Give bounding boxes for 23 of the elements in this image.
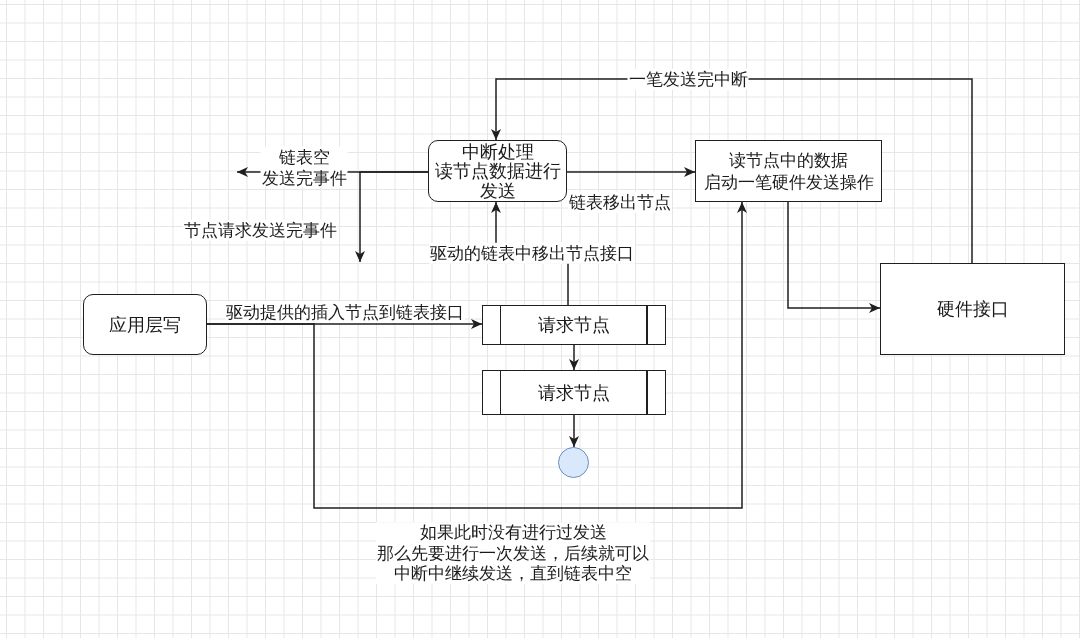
arrow <box>355 171 429 263</box>
arrow <box>569 414 579 448</box>
body-text: 读节点数据进行发送 <box>433 161 562 201</box>
rounded-box <box>428 140 567 202</box>
body-text: 读节点中的数据 <box>729 149 848 171</box>
edge-label: 驱动提供的插入节点到链表接口 <box>225 301 465 323</box>
arrow <box>206 201 747 509</box>
predefined-process-box: 请求节点 <box>482 305 666 345</box>
edge-label: 如果此时没有进行过发送那么先要进行一次发送，后续就可以中断中继续发送，直到链表中空 <box>376 522 650 584</box>
edge-label: 一笔发送完中断 <box>627 68 749 90</box>
process-box <box>695 140 882 202</box>
body-text: 启动一笔硬件发送操作 <box>703 171 874 193</box>
arrow <box>569 344 579 371</box>
heading-text: 中断处理 <box>461 141 534 162</box>
edge-label: 节点请求发送完事件 <box>182 219 338 241</box>
edge-label: 驱动的链表中移出节点接口 <box>429 242 635 264</box>
edge-label: 链表移出节点 <box>568 191 672 213</box>
process-box: 硬件接口 <box>880 263 1065 355</box>
arrow <box>787 201 881 313</box>
arrow <box>566 167 696 177</box>
predefined-process-box: 请求节点 <box>482 370 666 415</box>
edge-label: 链表空发送完事件 <box>260 146 348 188</box>
rounded-box: 应用层写 <box>83 294 207 355</box>
